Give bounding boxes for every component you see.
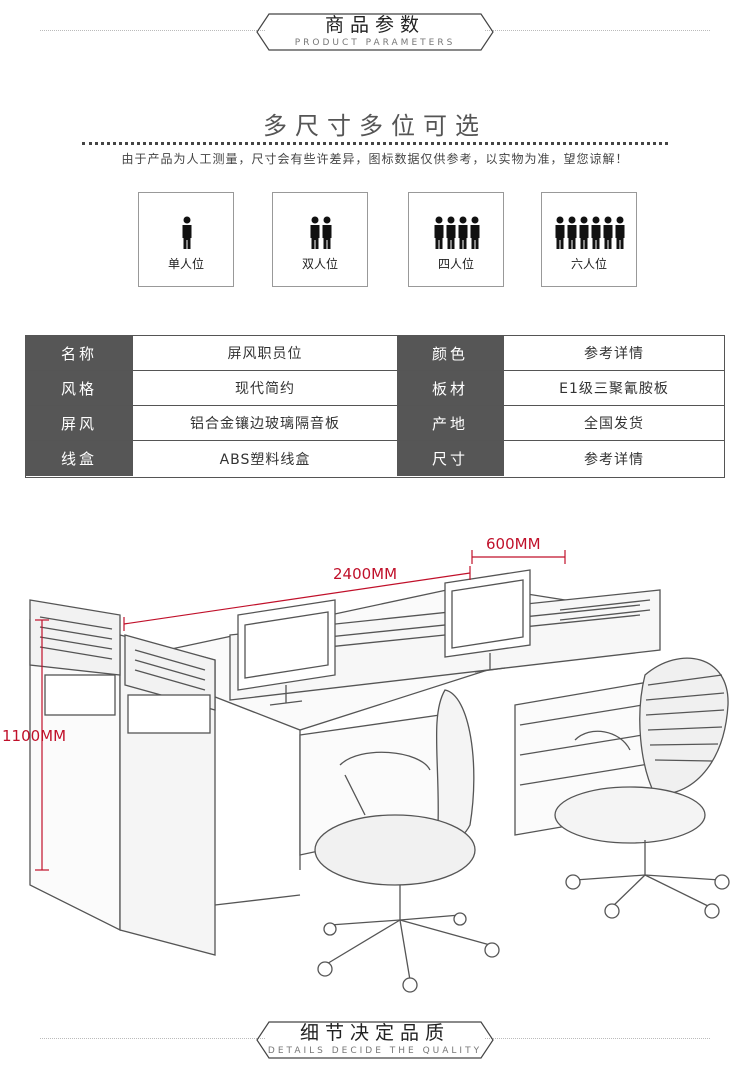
param-value: 全国发货 xyxy=(503,406,724,440)
seat-option-label: 双人位 xyxy=(301,257,338,271)
table-row: 屏风 铝合金镶边玻璃隔音板 产地 全国发货 xyxy=(26,406,724,441)
person-icon xyxy=(434,216,480,249)
seat-option-single[interactable]: 单人位 xyxy=(138,192,234,287)
param-value: ABS塑料线盒 xyxy=(132,441,397,476)
seat-option-six[interactable]: 六人位 xyxy=(541,192,637,287)
workstation-illustration xyxy=(29,550,730,993)
param-key: 板材 xyxy=(397,371,503,405)
section-subtitle: PRODUCT PARAMETERS xyxy=(294,38,456,48)
section-subtitle: DETAILS DECIDE THE QUALITY xyxy=(267,1046,483,1056)
workstation-drawing: 2400MM 600MM 1100MM xyxy=(0,525,750,1005)
table-row: 名称 屏风职员位 颜色 参考详情 xyxy=(26,336,724,371)
table-row: 风格 现代简约 板材 E1级三聚氰胺板 xyxy=(26,371,724,406)
seat-option-double[interactable]: 双人位 xyxy=(272,192,368,287)
divider xyxy=(40,30,265,31)
param-key: 屏风 xyxy=(26,406,132,440)
param-key: 尺寸 xyxy=(397,441,503,476)
param-value: 参考详情 xyxy=(503,441,724,476)
person-icon xyxy=(182,216,192,249)
banner-frame-icon xyxy=(256,13,494,51)
sizes-title: 多尺寸多位可选 xyxy=(263,112,487,140)
param-value: 屏风职员位 xyxy=(132,336,397,370)
width-dimension: 2400MM xyxy=(333,565,398,583)
depth-dimension: 600MM xyxy=(486,535,541,553)
param-key: 线盒 xyxy=(26,441,132,476)
seat-option-label: 六人位 xyxy=(570,257,607,271)
section-banner-params: 商品参数 PRODUCT PARAMETERS xyxy=(0,0,750,60)
section-title: 细节决定品质 xyxy=(299,1022,450,1044)
person-icon xyxy=(310,216,332,249)
param-key: 风格 xyxy=(26,371,132,405)
param-value: E1级三聚氰胺板 xyxy=(503,371,724,405)
params-table: 名称 屏风职员位 颜色 参考详情 风格 现代简约 板材 E1级三聚氰胺板 屏风 … xyxy=(25,335,725,478)
param-value: 现代简约 xyxy=(132,371,397,405)
param-key: 颜色 xyxy=(397,336,503,370)
param-key: 名称 xyxy=(26,336,132,370)
seat-option-label: 四人位 xyxy=(437,257,474,271)
seat-option-label: 单人位 xyxy=(167,257,204,271)
seat-option-four[interactable]: 四人位 xyxy=(408,192,504,287)
measurement-note: 由于产品为人工测量，尺寸会有些许差异，图标数据仅供参考，以实物为准，望您谅解！ xyxy=(121,152,629,166)
dotted-divider xyxy=(82,142,668,145)
divider xyxy=(485,30,710,31)
height-dimension: 1100MM xyxy=(2,727,67,745)
section-title: 商品参数 xyxy=(324,14,425,36)
table-row: 线盒 ABS塑料线盒 尺寸 参考详情 xyxy=(26,441,724,476)
divider xyxy=(485,1038,710,1039)
param-value: 铝合金镶边玻璃隔音板 xyxy=(132,406,397,440)
param-value: 参考详情 xyxy=(503,336,724,370)
param-key: 产地 xyxy=(397,406,503,440)
section-banner-details: 细节决定品质 DETAILS DECIDE THE QUALITY xyxy=(0,1008,750,1068)
divider xyxy=(40,1038,265,1039)
banner-frame-icon xyxy=(256,1021,494,1059)
person-icon xyxy=(555,216,625,249)
